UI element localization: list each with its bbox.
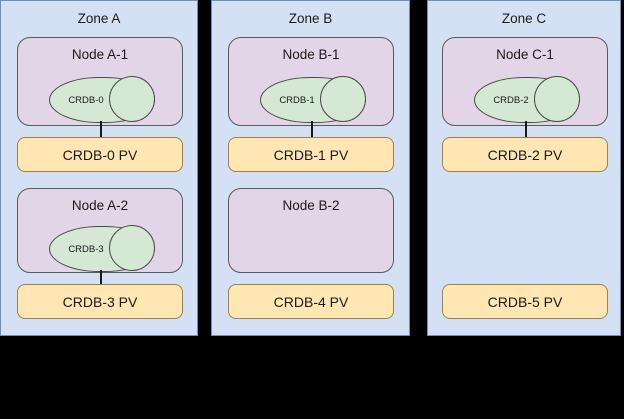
database-cylinder-crdb-0[interactable]: CRDB-0 [49,76,155,123]
pv-label-crdb-5: CRDB-5 PV [487,293,563,310]
node-box-a-1[interactable]: Node A-1 CRDB-0 [17,37,183,126]
database-label-crdb-0: CRDB-0 [68,94,104,106]
zone-container-b: Zone B Node B-1 CRDB-1 CRDB-1 PV Node B-… [211,0,410,336]
node-box-b-2[interactable]: Node B-2 [228,188,394,273]
pv-label-crdb-1: CRDB-1 PV [273,146,349,163]
connector-crdb-2-to-pv [525,121,527,138]
pv-box-crdb-5[interactable]: CRDB-5 PV [442,284,608,319]
zone-label-c: Zone C [501,11,547,26]
pv-box-crdb-3[interactable]: CRDB-3 PV [17,284,183,319]
cylinder-cap [534,76,580,122]
cylinder-cap [320,76,366,122]
zone-label-b: Zone B [288,11,333,26]
node-box-c-1[interactable]: Node C-1 CRDB-2 [442,37,608,126]
zone-container-c: Zone C Node C-1 CRDB-2 CRDB-2 PV CRDB-5 … [427,0,621,336]
pv-label-crdb-4: CRDB-4 PV [273,293,349,310]
database-label-crdb-3: CRDB-3 [68,243,104,255]
database-label-crdb-1: CRDB-1 [279,94,315,106]
zone-label-a: Zone A [77,11,121,26]
connector-crdb-1-to-pv [311,121,313,138]
pv-label-crdb-0: CRDB-0 PV [62,146,138,163]
database-cylinder-crdb-3[interactable]: CRDB-3 [49,225,155,272]
connector-crdb-0-to-pv [100,121,102,138]
node-label-b-1: Node B-1 [282,47,340,62]
pv-box-crdb-1[interactable]: CRDB-1 PV [228,137,394,172]
node-label-c-1: Node C-1 [496,47,554,62]
database-cylinder-crdb-1[interactable]: CRDB-1 [260,76,366,123]
node-label-a-1: Node A-1 [71,47,129,62]
cylinder-cap [109,76,155,122]
pv-box-crdb-2[interactable]: CRDB-2 PV [442,137,608,172]
node-label-b-2: Node B-2 [282,198,340,213]
database-label-crdb-2: CRDB-2 [493,94,529,106]
pv-label-crdb-3: CRDB-3 PV [62,293,138,310]
database-cylinder-crdb-2[interactable]: CRDB-2 [474,76,580,123]
connector-crdb-3-to-pv [100,270,102,285]
zone-container-a: Zone A Node A-1 CRDB-0 CRDB-0 PV Node A-… [0,0,198,336]
node-box-a-2[interactable]: Node A-2 CRDB-3 [17,188,183,273]
pv-label-crdb-2: CRDB-2 PV [487,146,563,163]
pv-box-crdb-4[interactable]: CRDB-4 PV [228,284,394,319]
node-box-b-1[interactable]: Node B-1 CRDB-1 [228,37,394,126]
pv-box-crdb-0[interactable]: CRDB-0 PV [17,137,183,172]
node-label-a-2: Node A-2 [71,198,129,213]
cylinder-cap [109,225,155,271]
